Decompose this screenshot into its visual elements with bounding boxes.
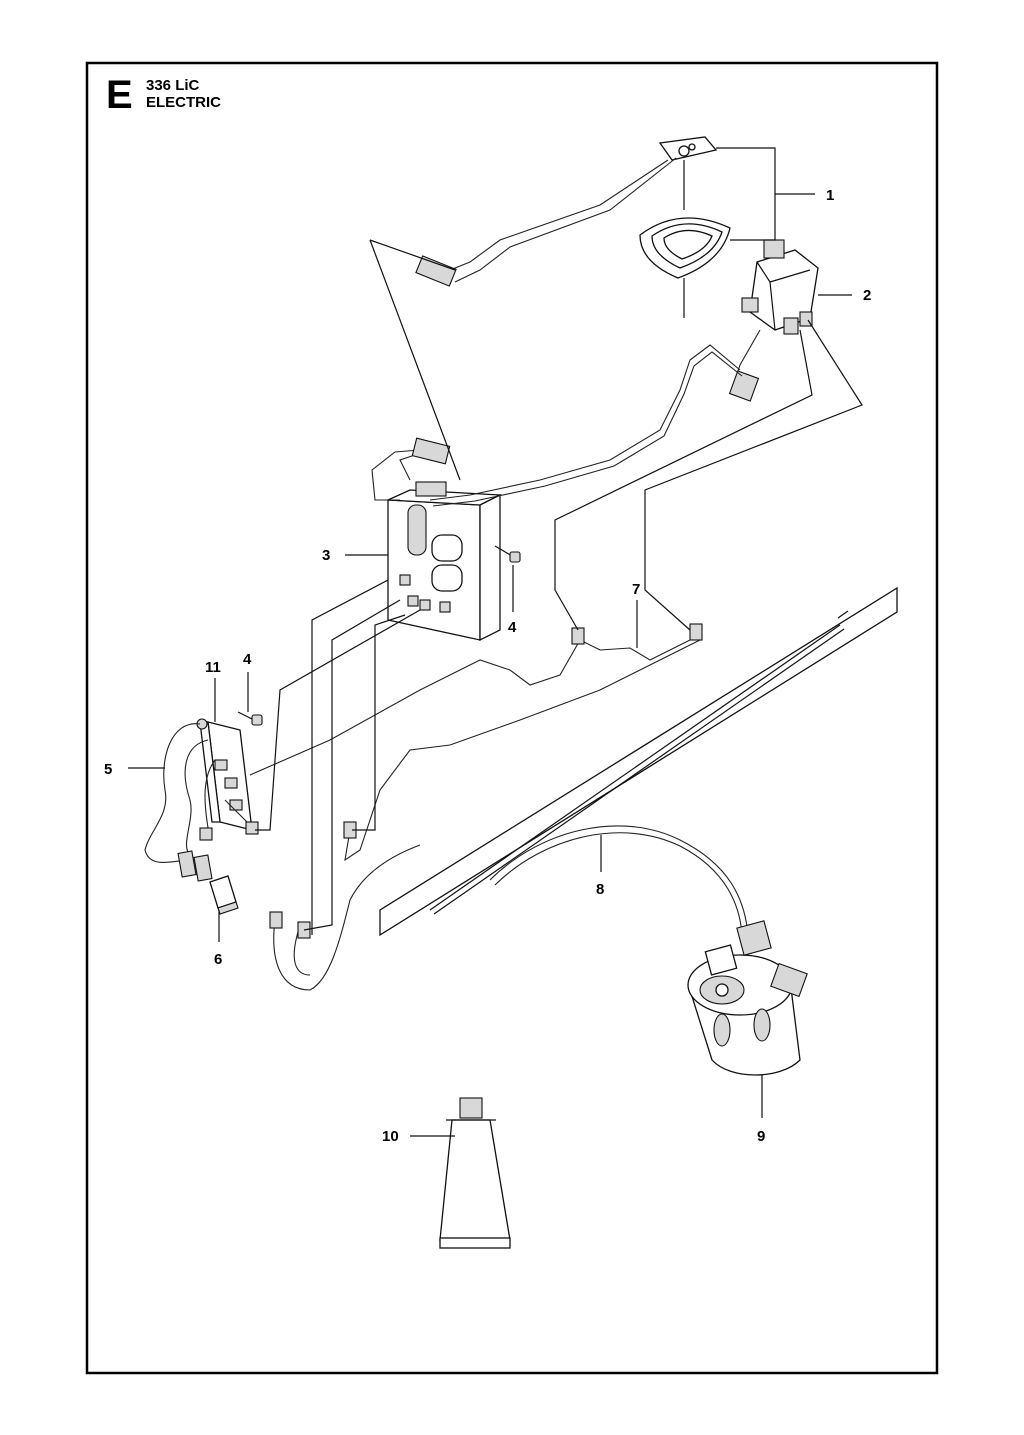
callout-7: 7	[632, 581, 640, 598]
wire-8	[489, 825, 749, 936]
callout-1: 1	[826, 187, 834, 204]
section-letter: E	[106, 73, 133, 117]
part-2-switch	[728, 239, 819, 402]
wire-harness-loop	[344, 639, 701, 862]
part-3-controller	[371, 437, 503, 642]
wire-7	[249, 639, 581, 776]
callout-10: 10	[382, 1128, 399, 1145]
callout-9: 9	[757, 1128, 765, 1145]
part-9-motor	[687, 920, 808, 1076]
page-frame	[85, 61, 939, 1375]
callout-2: 2	[863, 287, 871, 304]
model-title: 336 LiC	[146, 77, 200, 94]
part-1-trigger-flex-cable	[415, 136, 731, 287]
part-11-connector-block	[196, 718, 253, 831]
callout-6: 6	[214, 951, 222, 968]
callout-5: 5	[104, 761, 112, 778]
callout-4-upper: 4	[508, 619, 517, 636]
part-10-grease-tube	[439, 1097, 511, 1249]
part-4-screw-upper	[494, 545, 521, 563]
part-5-harness	[144, 723, 259, 882]
wire-controller-to-switch	[429, 344, 741, 501]
diagram-subtitle: ELECTRIC	[146, 94, 221, 111]
callout-3: 3	[322, 547, 330, 564]
callout-8: 8	[596, 881, 604, 898]
part-4-screw-lower	[237, 711, 263, 726]
harness-bundle	[379, 586, 898, 937]
callout-4-lower: 4	[243, 651, 252, 668]
part-6-fuse	[209, 875, 239, 915]
leader-lines	[128, 147, 863, 1137]
callout-11: 11	[205, 659, 221, 676]
